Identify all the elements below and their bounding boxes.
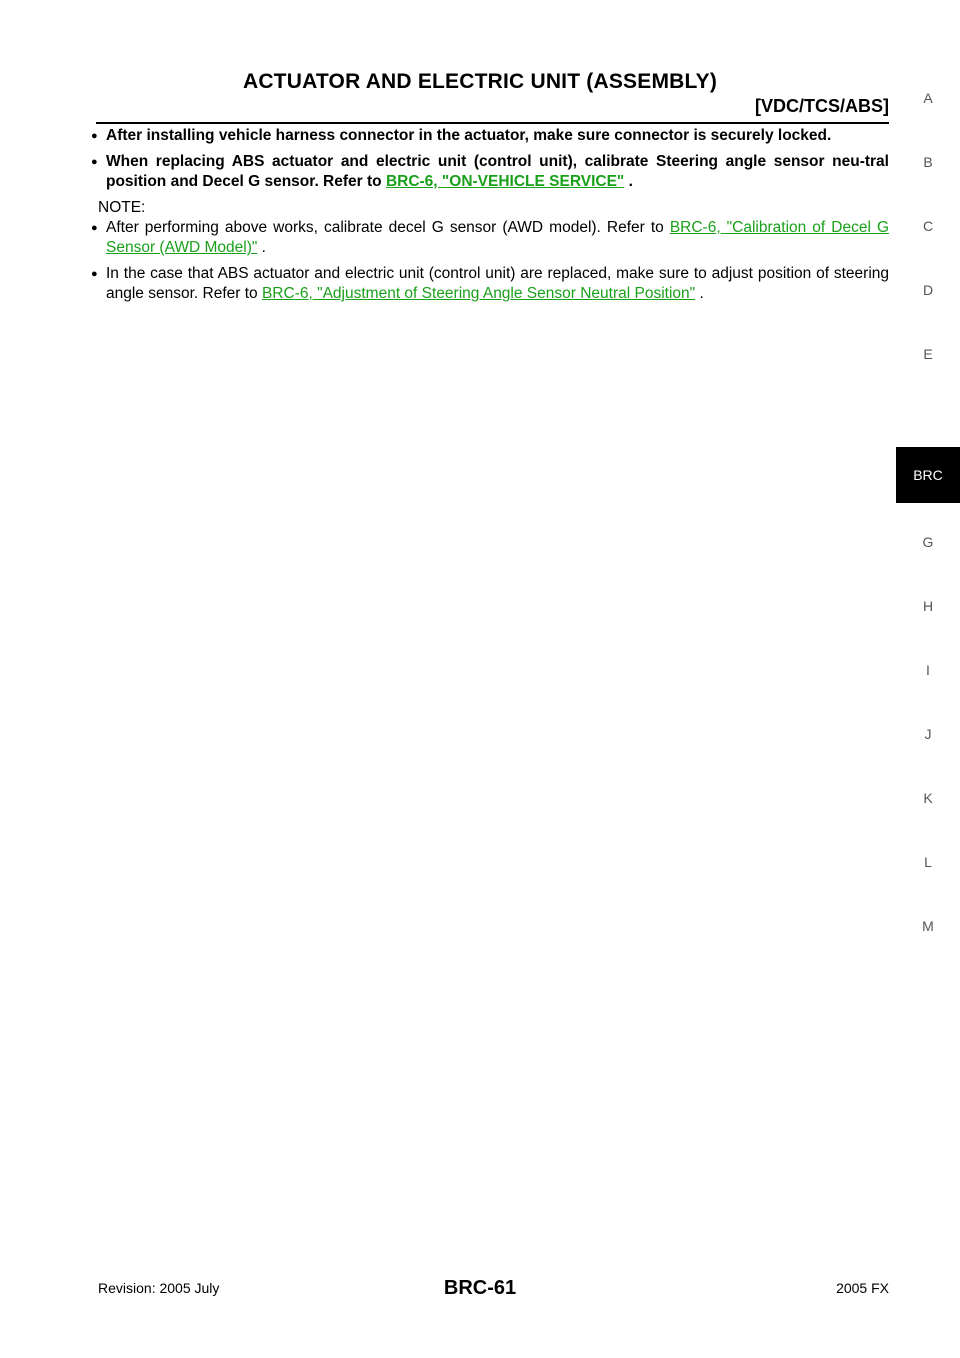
bullet-text-end: . <box>257 239 266 256</box>
bullet-text: When replacing ABS actuator and electric… <box>106 153 889 190</box>
bullet-text-end: . <box>695 285 704 302</box>
index-letter-c[interactable]: C <box>922 218 934 234</box>
bullet-icon: ● <box>91 222 98 234</box>
index-letter-l[interactable]: L <box>924 854 932 870</box>
footer-model: 2005 FX <box>836 1280 889 1296</box>
section-index: A B C D E BRC G H I J K L M <box>896 0 960 1358</box>
footer-revision: Revision: 2005 July <box>98 1280 220 1296</box>
index-tab-brc[interactable]: BRC <box>896 447 960 503</box>
index-letter-i[interactable]: I <box>926 662 930 678</box>
bullet-icon: ● <box>91 156 98 168</box>
bullet-text: After performing above works, calibrate … <box>106 219 670 236</box>
link-on-vehicle-service[interactable]: BRC-6, "ON-VEHICLE SERVICE" <box>385 173 625 190</box>
footer-page-number: BRC-61 <box>443 1277 517 1299</box>
list-item: ● When replacing ABS actuator and electr… <box>91 152 889 192</box>
bullet-text: In the case that ABS actuator and electr… <box>106 265 889 302</box>
index-letter-h[interactable]: H <box>922 598 934 614</box>
page-title: ACTUATOR AND ELECTRIC UNIT (ASSEMBLY) <box>242 70 718 93</box>
index-letter-k[interactable]: K <box>923 790 933 806</box>
list-item: ● In the case that ABS actuator and elec… <box>91 264 889 304</box>
index-letter-j[interactable]: J <box>924 726 932 742</box>
link-calibration-decel-g-sensor[interactable]: BRC-6, "Calibration of Decel G Sensor (A… <box>106 219 889 256</box>
bold-bullet-list: ● After installing vehicle harness conne… <box>91 126 889 192</box>
main-content: ● After installing vehicle harness conne… <box>91 126 889 310</box>
index-letter-e[interactable]: E <box>923 346 933 362</box>
bullet-icon: ● <box>91 268 98 280</box>
index-letter-m[interactable]: M <box>922 918 934 934</box>
header-rule <box>96 122 889 124</box>
bullet-text-end: . <box>624 173 633 190</box>
list-item: ● After performing above works, calibrat… <box>91 218 889 258</box>
index-letter-g[interactable]: G <box>922 534 934 550</box>
index-letter-a[interactable]: A <box>923 90 933 106</box>
bullet-icon: ● <box>91 130 98 142</box>
page-subtitle: [VDC/TCS/ABS] <box>755 96 889 116</box>
index-letter-d[interactable]: D <box>922 282 934 298</box>
link-steering-angle-sensor-adjustment[interactable]: BRC-6, "Adjustment of Steering Angle Sen… <box>261 285 696 302</box>
bullet-text: After installing vehicle harness connect… <box>106 127 832 144</box>
note-label: NOTE: <box>98 199 146 216</box>
index-letter-b[interactable]: B <box>923 154 933 170</box>
list-item: ● After installing vehicle harness conne… <box>91 126 889 146</box>
note-bullet-list: ● After performing above works, calibrat… <box>91 218 889 304</box>
